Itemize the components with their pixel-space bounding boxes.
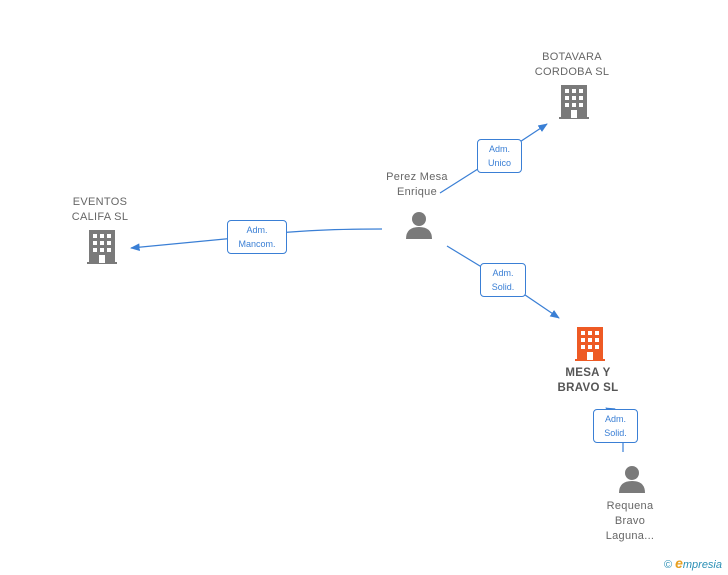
edge-label-line1: Adm. <box>604 414 626 424</box>
edge-label-line1: Adm. <box>492 268 514 278</box>
edge-label-adm-solid-requena[interactable]: Adm. Solid. <box>593 409 638 443</box>
node-mesa-name-line1: MESA Y <box>565 367 611 379</box>
node-perez-label[interactable]: Perez Mesa Enrique <box>372 170 462 200</box>
edge-label-adm-unico[interactable]: Adm. Unico <box>477 139 522 173</box>
node-botavara-name-line2: CORDOBA SL <box>534 66 610 78</box>
node-requena-name-line3: Laguna... <box>605 530 655 542</box>
edge-label-line2: Solid. <box>604 428 627 438</box>
person-icon[interactable] <box>616 464 648 494</box>
node-requena-name-line2: Bravo <box>614 515 646 527</box>
brand-initial: e <box>675 555 683 571</box>
edge-label-line2: Mancom. <box>238 239 276 249</box>
node-perez-name-line1: Perez Mesa <box>386 171 448 183</box>
person-icon[interactable] <box>403 210 435 240</box>
node-eventos-label[interactable]: EVENTOS CALIFA SL <box>55 195 145 225</box>
edge-label-line2: Unico <box>487 158 511 168</box>
node-botavara-name-line1: BOTAVARA <box>542 51 602 63</box>
edge-label-line1: Adm. <box>488 144 510 154</box>
node-botavara-label[interactable]: BOTAVARA CORDOBA SL <box>522 50 622 80</box>
building-icon[interactable] <box>86 229 118 265</box>
empresia-logo[interactable]: ©empresia <box>664 555 722 571</box>
node-mesa-name-line2: BRAVO SL <box>557 382 619 394</box>
building-icon-highlighted[interactable] <box>574 326 606 362</box>
node-requena-name-line1: Requena <box>606 500 654 512</box>
node-requena-label[interactable]: Requena Bravo Laguna... <box>590 499 670 544</box>
edge-label-adm-mancom[interactable]: Adm. Mancom. <box>227 220 287 254</box>
edge-label-adm-solid[interactable]: Adm. Solid. <box>480 263 526 297</box>
edge-label-line1: Adm. <box>246 225 268 235</box>
node-mesa-label[interactable]: MESA Y BRAVO SL <box>540 366 636 396</box>
node-eventos-name-line2: CALIFA SL <box>71 211 129 223</box>
building-icon[interactable] <box>558 84 590 120</box>
edge-label-line2: Solid. <box>491 282 515 292</box>
node-eventos-name-line1: EVENTOS <box>72 196 128 208</box>
brand-name: mpresia <box>682 559 722 571</box>
node-perez-name-line2: Enrique <box>396 186 437 198</box>
copyright-symbol: © <box>663 559 673 571</box>
